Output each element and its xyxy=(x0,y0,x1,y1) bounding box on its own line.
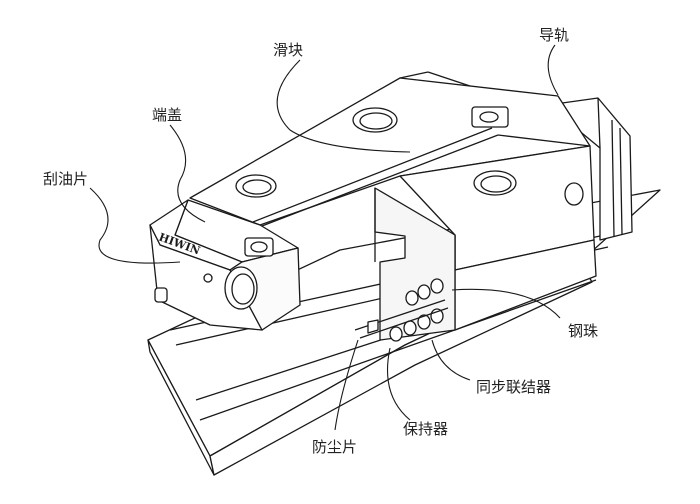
label-rail: 导轨 xyxy=(539,26,570,44)
mounting-holes xyxy=(235,107,584,206)
lube-plug-top xyxy=(471,106,509,128)
steel-balls xyxy=(389,278,444,342)
rail-far-end xyxy=(547,97,633,241)
label-end-cap: 端盖 xyxy=(152,106,183,124)
retainer-strip xyxy=(354,299,449,339)
label-ball: 钢珠 xyxy=(568,322,599,340)
label-slider: 滑块 xyxy=(273,41,304,59)
label-sync-connector: 同步联结器 xyxy=(476,378,552,396)
label-retainer: 保持器 xyxy=(403,420,449,438)
scraper-plate xyxy=(149,199,301,331)
label-scraper: 刮油片 xyxy=(43,170,89,188)
label-dust-seal: 防尘片 xyxy=(312,438,358,456)
leader-lines xyxy=(89,44,561,431)
